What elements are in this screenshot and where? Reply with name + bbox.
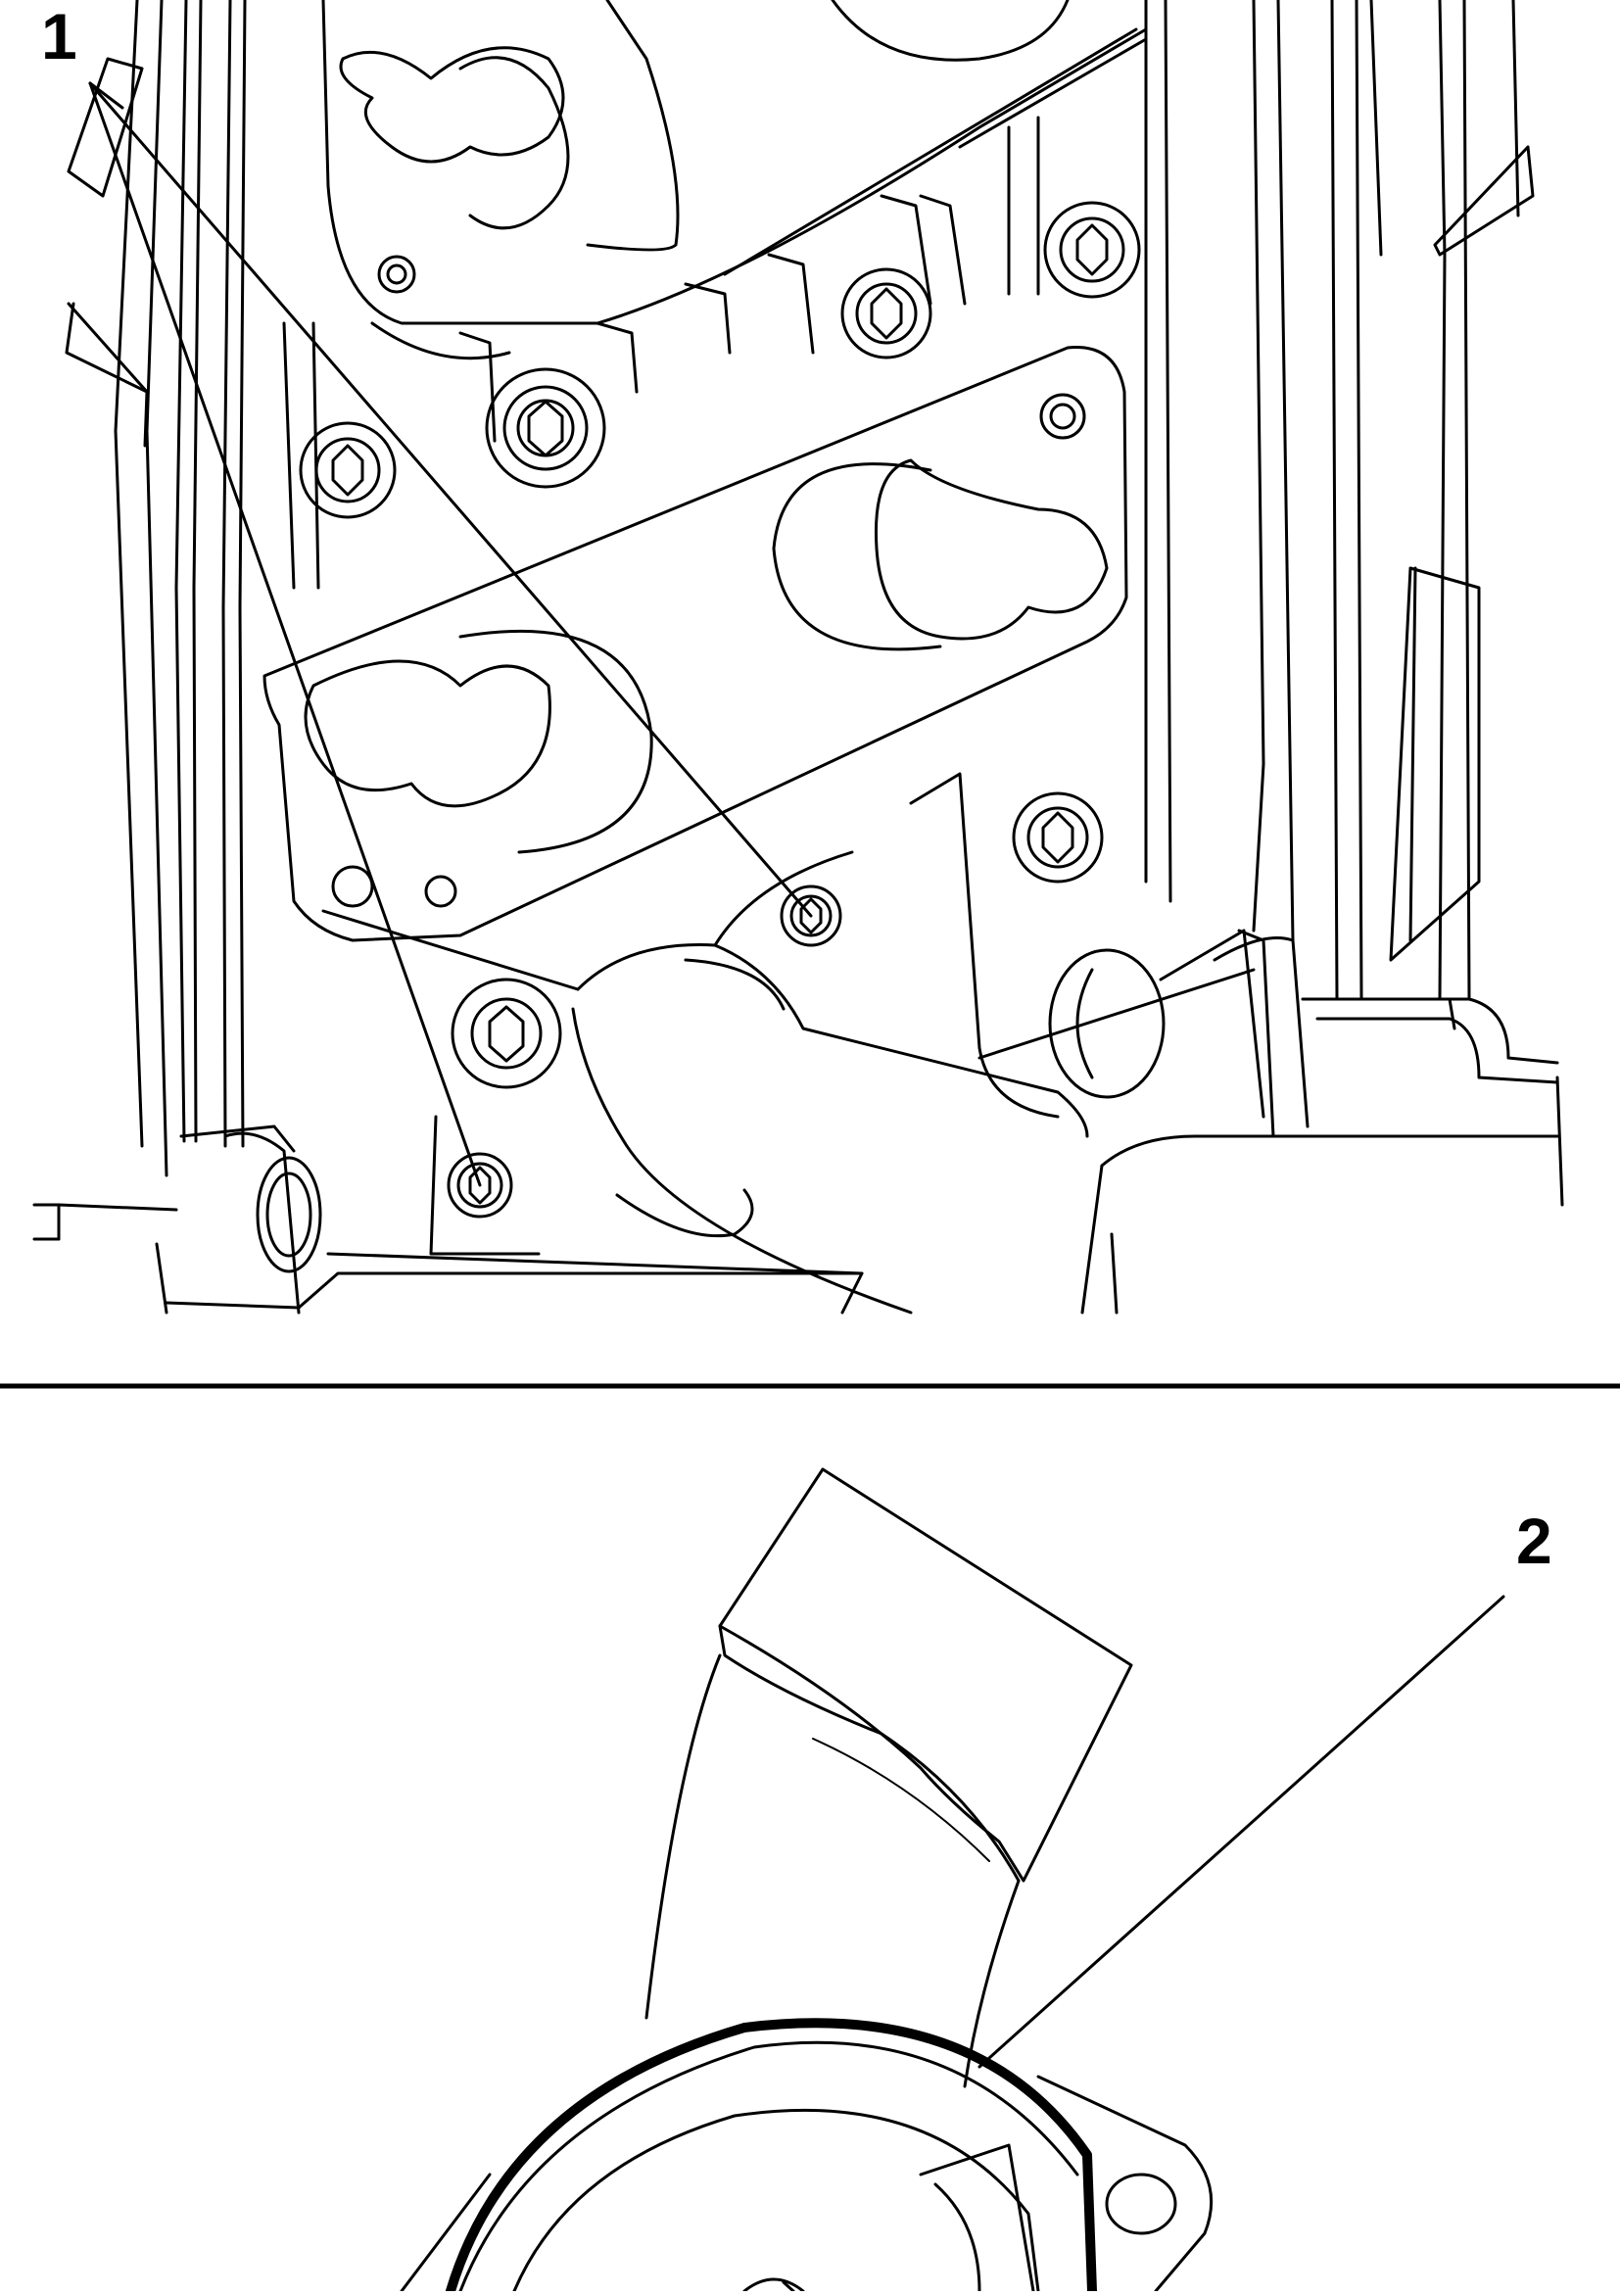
flange-bolt-hole	[1105, 2173, 1177, 2235]
upper-bolts	[299, 201, 1141, 519]
bracket-hole	[265, 1172, 312, 1258]
housing-ring	[1048, 948, 1166, 1099]
torx-bolt	[780, 885, 842, 947]
upper-keyhole-cutout	[339, 46, 565, 164]
right-clip-lower	[1389, 566, 1481, 962]
bottom-panel-thermostat	[400, 1467, 1505, 2296]
bracket-tab	[32, 1203, 178, 1241]
plate-hole	[1039, 393, 1086, 440]
torx-bolt	[1012, 791, 1104, 884]
torx-bolt	[451, 978, 562, 1089]
callout-1-leaders	[88, 81, 813, 1187]
right-structure-rails	[1144, 0, 1535, 1001]
plate-keyhole-left	[304, 659, 551, 808]
lower-bolts	[429, 791, 1104, 1256]
torx-bolt	[447, 1152, 513, 1219]
torx-bolt	[1043, 201, 1141, 299]
upper-cover-plate	[321, 0, 1148, 360]
pipe-end-cap	[718, 1467, 1133, 1883]
dowel-hole	[377, 255, 416, 294]
plate-keyhole-right	[874, 458, 1109, 641]
torx-bolt	[840, 267, 932, 359]
gasket-plate	[262, 346, 1128, 991]
callout-label-2: 2	[1516, 1505, 1552, 1577]
right-housing	[909, 772, 1564, 1315]
lower-frame-edge	[326, 1252, 864, 1315]
right-clip-upper	[1433, 145, 1535, 257]
seal-ring	[446, 2018, 1097, 2296]
left-bracket	[223, 1131, 322, 1315]
top-panel-engine-block	[32, 0, 1564, 1315]
torx-bolt	[485, 367, 606, 489]
left-frame-rails	[65, 0, 301, 1310]
torx-bolt	[299, 421, 397, 519]
outlet-pipe	[644, 1467, 1133, 2088]
middle-ribbing	[282, 27, 1148, 590]
plate-hole	[331, 865, 374, 908]
callout-label-1: 1	[41, 0, 77, 72]
callout-2-leader	[977, 1595, 1505, 2069]
thermostat-housing	[400, 2018, 1214, 2296]
